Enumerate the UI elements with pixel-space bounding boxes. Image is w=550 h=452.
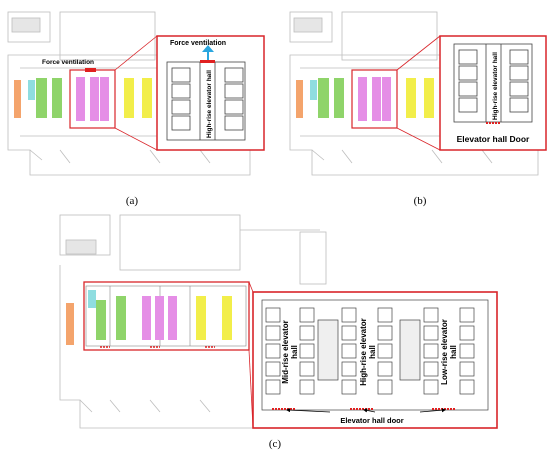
panel-a-zone-yellow-1 bbox=[124, 78, 134, 118]
panel-c-mid-rise-label-line1: Mid-rise elevator bbox=[281, 320, 290, 384]
panel-a-caption: (a) bbox=[126, 195, 139, 207]
panel-c: Mid-rise elevator hall High-rise elevato… bbox=[59, 214, 498, 450]
panel-c-mid-rise-label-line2: hall bbox=[290, 345, 299, 359]
panel-a-zone-green-1 bbox=[36, 78, 47, 118]
panel-b-zone-yellow-1 bbox=[406, 78, 416, 118]
panel-b-highlight-frame bbox=[351, 69, 398, 129]
panel-a-ventilation-arrow bbox=[202, 45, 214, 60]
panel-a-zone-cyan bbox=[28, 80, 35, 100]
panel-a-zone-green-2 bbox=[52, 78, 62, 118]
panel-b-zone-pink-2 bbox=[372, 77, 381, 121]
panel-c-zone-cyan bbox=[88, 290, 96, 308]
panel-a-zone-pink-2 bbox=[90, 77, 99, 121]
panel-a-zone-orange bbox=[14, 80, 21, 118]
panel-c-zone-pink-2 bbox=[155, 296, 164, 340]
panel-c-highlight-frame bbox=[83, 281, 250, 351]
panel-c-low-rise-label-line2: hall bbox=[449, 345, 458, 359]
panel-c-low-rise-label-line1: Low-rise elevator bbox=[440, 319, 449, 385]
panel-c-zone-pink-1 bbox=[142, 296, 151, 340]
panel-b-zone-pink-1 bbox=[358, 77, 367, 121]
panel-b-door-label: Elevator hall Door bbox=[457, 134, 530, 144]
panel-a-zone-pink-1 bbox=[76, 77, 85, 121]
panel-c-caption: (c) bbox=[269, 438, 282, 450]
panel-a-zoom-box bbox=[156, 35, 265, 151]
panel-b-zone-green-2 bbox=[334, 78, 344, 118]
panel-c-zone-orange bbox=[66, 303, 74, 345]
panel-c-zone-yellow-2 bbox=[222, 296, 232, 340]
panel-b-caption: (b) bbox=[414, 195, 427, 207]
panel-c-zoom-box bbox=[252, 291, 498, 429]
panel-c-door-label: Elevator hall door bbox=[340, 416, 403, 425]
panel-a-zoom-ventilation-marker bbox=[200, 60, 215, 63]
panel-a-force-ventilation-label-zoom: Force ventilation bbox=[170, 40, 226, 47]
panel-b: High-rise elevator hall Elevator hall Do… bbox=[289, 11, 547, 207]
panel-c-high-rise-label-line1: High-rise elevator bbox=[359, 318, 368, 386]
panel-a-ventilation-marker bbox=[85, 68, 96, 72]
panel-a-hall-label: High-rise elevator hall bbox=[206, 70, 213, 138]
panel-c-zone-green-2 bbox=[116, 296, 126, 340]
panel-c-zone-pink-3 bbox=[168, 296, 177, 340]
panel-c-high-rise-label-line2: hall bbox=[368, 345, 377, 359]
panel-b-zone-orange bbox=[296, 80, 303, 118]
panel-c-zone-green-1 bbox=[96, 300, 106, 340]
panel-c-zone-yellow-1 bbox=[196, 296, 206, 340]
panel-b-hall-label: High-rise elevator hall bbox=[492, 52, 499, 120]
panel-b-zone-pink-3 bbox=[382, 77, 391, 121]
panel-c-floor-plan bbox=[59, 214, 327, 429]
panel-b-zone-yellow-2 bbox=[424, 78, 434, 118]
panel-a-zone-pink-3 bbox=[100, 77, 109, 121]
panel-a-zone-yellow-2 bbox=[142, 78, 152, 118]
panel-a: Force ventilation Force ventilation High… bbox=[7, 11, 265, 207]
panel-a-force-ventilation-label-plan: Force ventilation bbox=[42, 59, 94, 66]
panel-c-door-arrows bbox=[285, 408, 447, 413]
panel-c-zoom-plan bbox=[261, 299, 489, 411]
panel-b-zone-green-1 bbox=[318, 78, 329, 118]
panel-b-zone-cyan bbox=[310, 80, 317, 100]
